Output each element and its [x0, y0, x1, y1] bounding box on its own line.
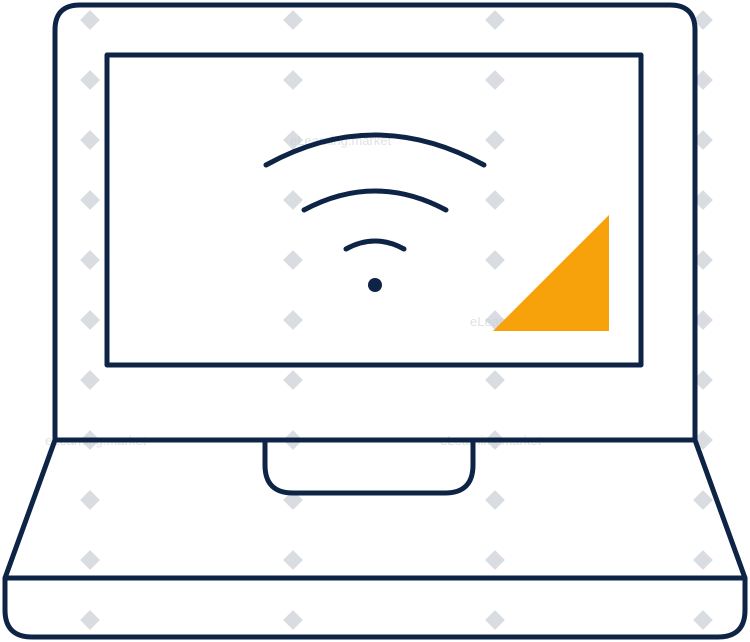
watermark-diamond	[283, 70, 303, 90]
watermark-diamond	[485, 490, 505, 510]
watermark-diamond	[80, 550, 100, 570]
watermark-diamond	[283, 10, 303, 30]
watermark-diamond	[80, 310, 100, 330]
watermark-diamond	[80, 130, 100, 150]
watermark-diamond	[283, 310, 303, 330]
wifi-arc-outer	[263, 132, 487, 168]
watermark-diamond	[80, 190, 100, 210]
watermark-diamond	[485, 10, 505, 30]
watermark-diamond	[693, 610, 713, 630]
watermark-diamond	[80, 610, 100, 630]
wifi-arc-inner	[343, 238, 407, 252]
laptop-lid	[52, 2, 698, 443]
watermark-diamond	[693, 310, 713, 330]
watermark-diamond	[80, 490, 100, 510]
watermark-diamond	[80, 70, 100, 90]
watermark-diamond	[485, 370, 505, 390]
watermark-diamond	[485, 130, 505, 150]
watermark-diamond	[485, 250, 505, 270]
watermark-diamond	[693, 490, 713, 510]
watermark-diamond	[485, 70, 505, 90]
watermark-diamond	[693, 550, 713, 570]
watermark-diamond	[283, 250, 303, 270]
watermark-diamond	[283, 130, 303, 150]
wifi-dot	[368, 278, 382, 292]
watermark-diamond	[80, 250, 100, 270]
watermark-diamond	[485, 190, 505, 210]
watermark-diamond	[283, 370, 303, 390]
wifi-arc-middle	[301, 188, 449, 213]
touchpad	[262, 437, 476, 496]
watermark-diamond	[283, 550, 303, 570]
watermark-diamond	[80, 10, 100, 30]
signal-triangle	[493, 215, 609, 331]
watermark-diamond	[283, 190, 303, 210]
watermark-diamond	[283, 610, 303, 630]
watermark-diamond	[693, 370, 713, 390]
watermark-diamond	[485, 610, 505, 630]
watermark-diamond	[485, 550, 505, 570]
watermark-diamond	[80, 370, 100, 390]
laptop-screen	[104, 52, 644, 368]
laptop-base	[2, 437, 748, 640]
